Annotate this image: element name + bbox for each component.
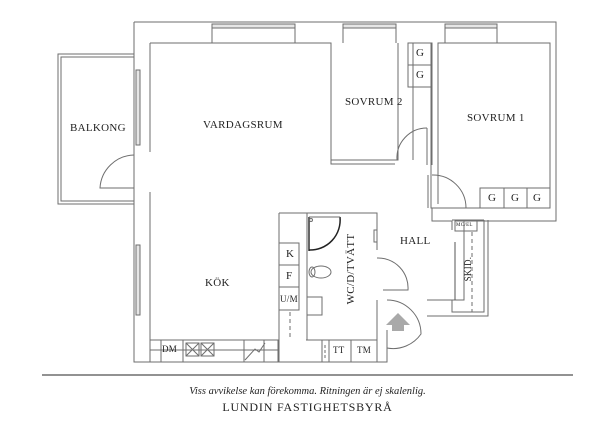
closet-g: G bbox=[416, 47, 425, 59]
window-left-2 bbox=[135, 244, 141, 316]
sink bbox=[306, 296, 323, 316]
window-top-2 bbox=[342, 23, 397, 29]
dishwasher-label: DM bbox=[162, 344, 178, 354]
window-top-1 bbox=[211, 23, 296, 29]
freezer-label: F bbox=[286, 270, 293, 282]
room-label-wc: WC/D/TVÄTT bbox=[345, 233, 357, 305]
disclaimer-text: Viss avvikelse kan förekomma. Ritningen … bbox=[189, 386, 426, 397]
fridge-label: K bbox=[286, 248, 295, 260]
microwave-oven-label: U/M bbox=[280, 294, 298, 304]
closet-g: G bbox=[511, 192, 520, 204]
toilet bbox=[310, 265, 332, 279]
dryer-label: TT bbox=[333, 345, 345, 355]
room-label-hall: HALL bbox=[400, 235, 431, 247]
room-label-vardagsrum: VARDAGSRUM bbox=[203, 119, 283, 131]
sovrum1-door bbox=[431, 174, 467, 209]
entrance-arrow-icon bbox=[386, 313, 410, 331]
outer-wall bbox=[133, 21, 557, 363]
balcony-door bbox=[99, 154, 135, 189]
wc-door bbox=[376, 257, 409, 291]
mcel-box bbox=[454, 220, 478, 232]
closet-g: G bbox=[533, 192, 542, 204]
room-label-skid: SKID. bbox=[463, 256, 473, 282]
closet-g: G bbox=[488, 192, 497, 204]
closet-g: G bbox=[416, 69, 425, 81]
brand-name: LUNDIN FASTIGHETSBYRÅ bbox=[222, 400, 393, 414]
room-label-kok: KÖK bbox=[205, 277, 230, 289]
washer-label: TM bbox=[357, 345, 372, 355]
room-label-sovrum-1: SOVRUM 1 bbox=[467, 112, 525, 124]
room-label-balkong: BALKONG bbox=[70, 122, 126, 134]
window-top-3 bbox=[444, 23, 498, 29]
entrance-door bbox=[386, 299, 422, 350]
sovrum2-door bbox=[396, 127, 428, 161]
mcel-label: MC/EL bbox=[456, 223, 473, 228]
window-left-1 bbox=[135, 69, 141, 146]
room-label-sovrum-2: SOVRUM 2 bbox=[345, 96, 403, 108]
